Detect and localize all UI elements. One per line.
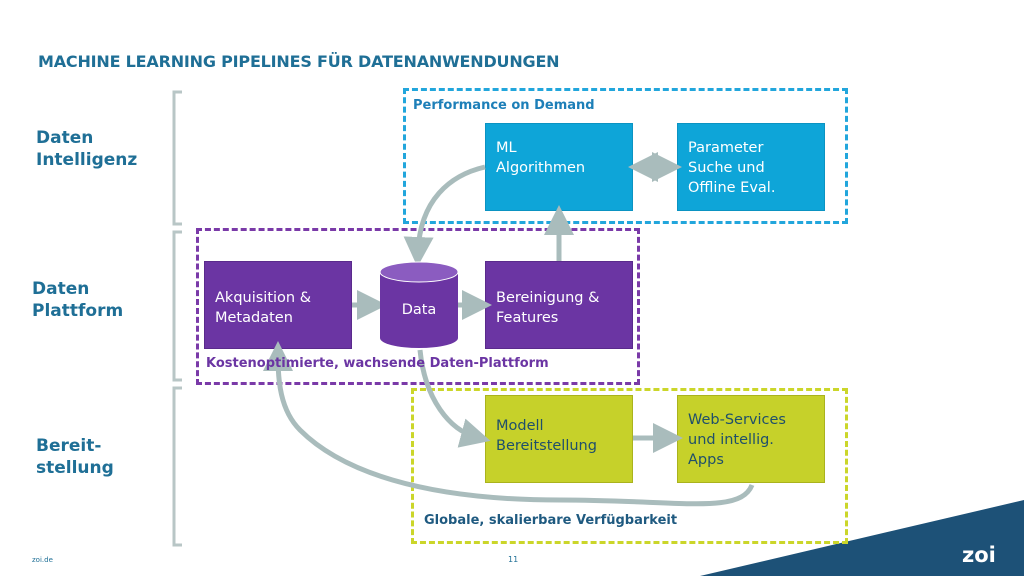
region-platform-label: Kostenoptimierte, wachsende Daten-Plattf… — [206, 356, 549, 371]
page-number: 11 — [508, 555, 519, 564]
zoi-logo: zoi — [962, 543, 996, 567]
region-performance-label: Performance on Demand — [413, 98, 595, 113]
box-ml-algorithmen: ML Algorithmen — [485, 123, 633, 211]
page-title: MACHINE LEARNING PIPELINES FÜR DATENANWE… — [38, 52, 560, 71]
label-daten-plattform: Daten Plattform — [32, 279, 124, 321]
region-performance — [403, 88, 848, 224]
footer-website: zoi.de — [32, 556, 53, 564]
box-akquisition: Akquisition & Metadaten — [204, 261, 352, 349]
box-web-services: Web-Services und intellig. Apps — [677, 395, 825, 483]
box-parameter-suche: Parameter Suche und Offline Eval. — [677, 123, 825, 211]
region-availability-label: Globale, skalierbare Verfügbarkeit — [424, 513, 678, 528]
box-modell-bereitstellung: Modell Bereitstellung — [485, 395, 633, 483]
label-bereitstellung: Bereit- stellung — [36, 436, 114, 478]
label-daten-intelligenz: Daten Intelligenz — [36, 128, 138, 170]
box-bereinigung: Bereinigung & Features — [485, 261, 633, 349]
data-cylinder-label: Data — [401, 302, 437, 318]
